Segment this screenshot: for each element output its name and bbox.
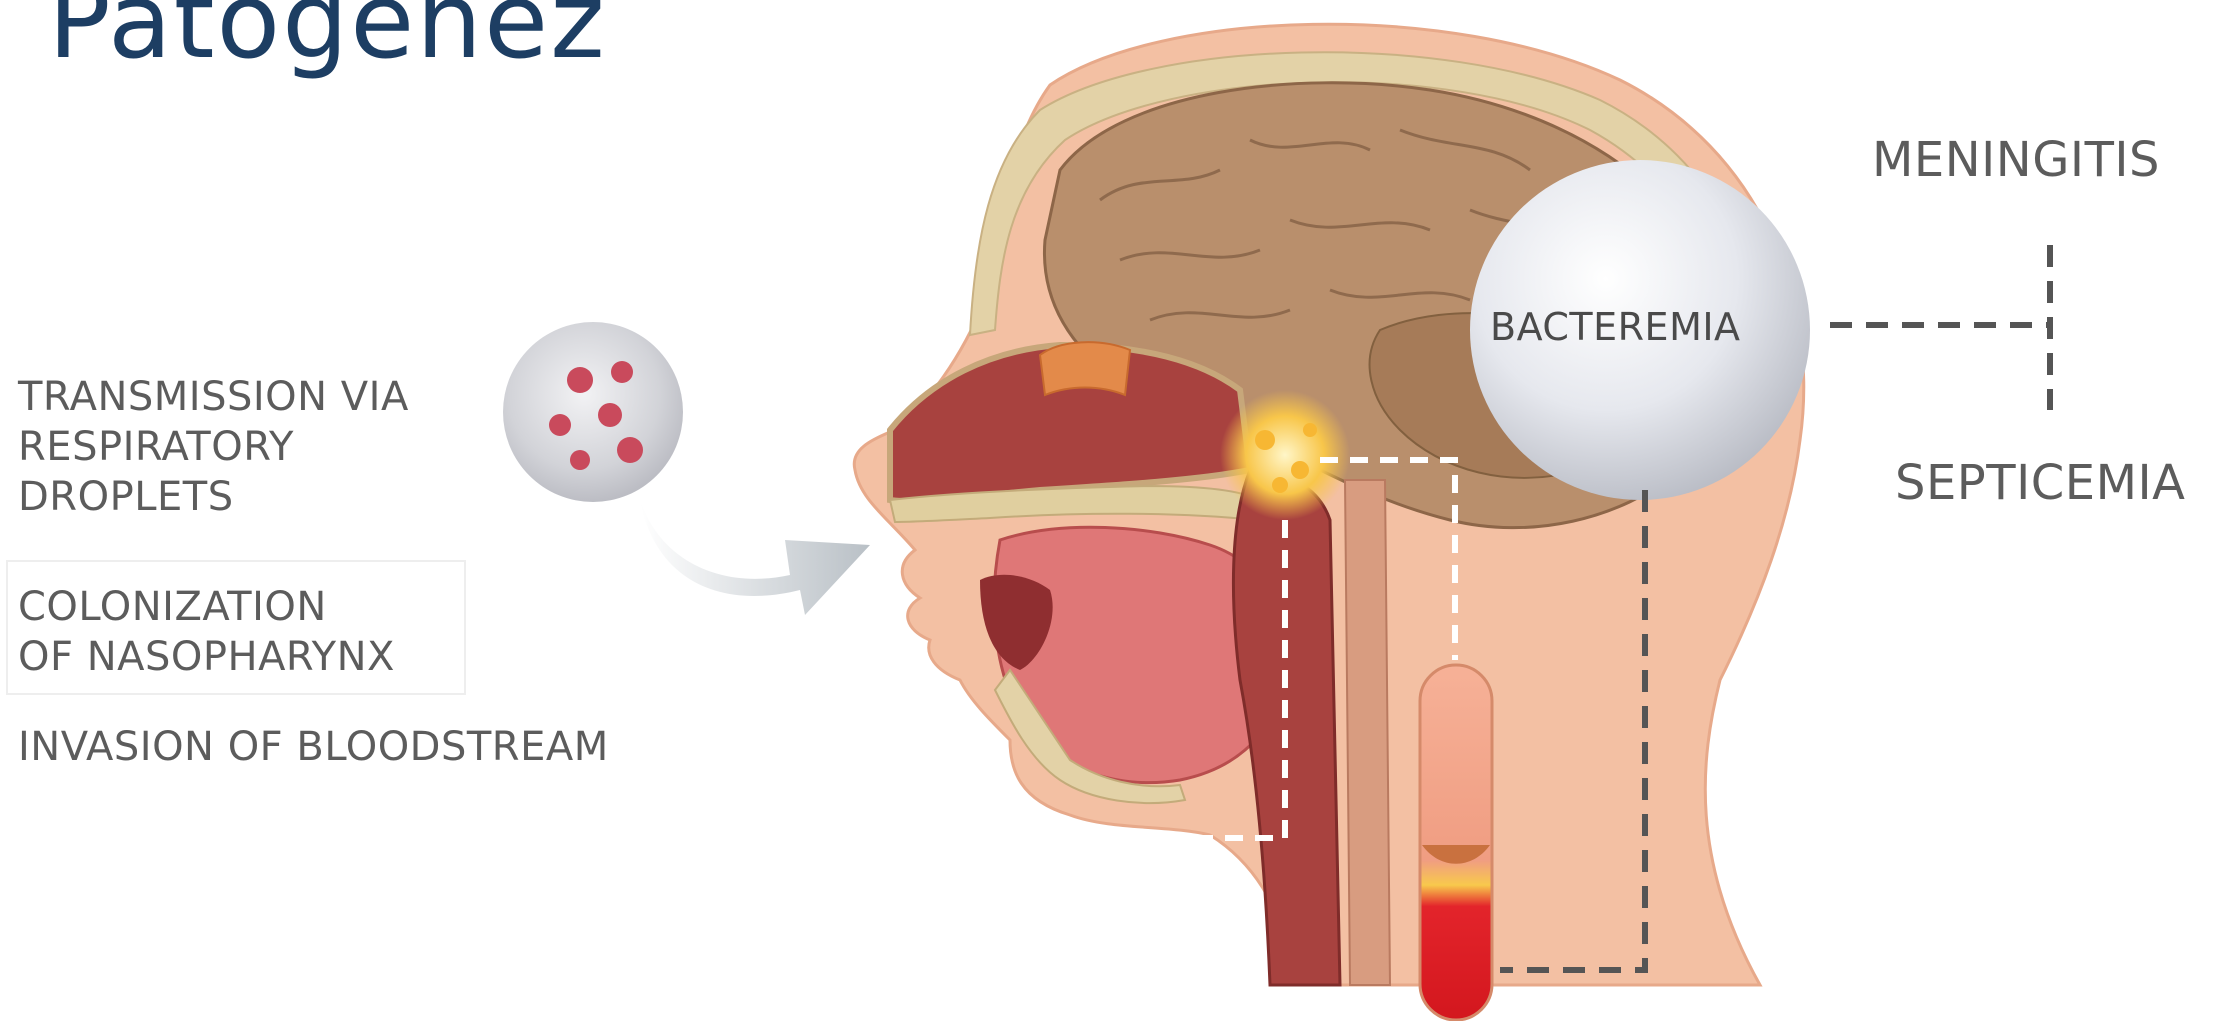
droplet-particle xyxy=(611,361,633,383)
droplet-particle xyxy=(617,437,643,463)
meningitis-label: MENINGITIS xyxy=(1872,132,2160,188)
bacteria-dot xyxy=(1291,461,1309,479)
olfactory-bulb xyxy=(1040,342,1130,395)
bacteremia-label: BACTEREMIA xyxy=(1490,305,1741,349)
droplet-particle xyxy=(567,367,593,393)
pharynx xyxy=(1233,470,1340,985)
blood-tube-icon xyxy=(1420,665,1492,1020)
bacteria-dot xyxy=(1255,430,1275,450)
droplet-icon xyxy=(503,322,683,502)
droplet-particle xyxy=(598,403,622,427)
spine-column xyxy=(1345,480,1390,985)
droplet-particle xyxy=(549,414,571,436)
droplet-particle xyxy=(570,450,590,470)
septicemia-label: SEPTICEMIA xyxy=(1895,455,2185,511)
bacteria-dot xyxy=(1272,477,1288,493)
infection-site xyxy=(1220,390,1350,520)
transmission-arrow xyxy=(640,500,870,615)
bacteria-dot xyxy=(1303,423,1317,437)
